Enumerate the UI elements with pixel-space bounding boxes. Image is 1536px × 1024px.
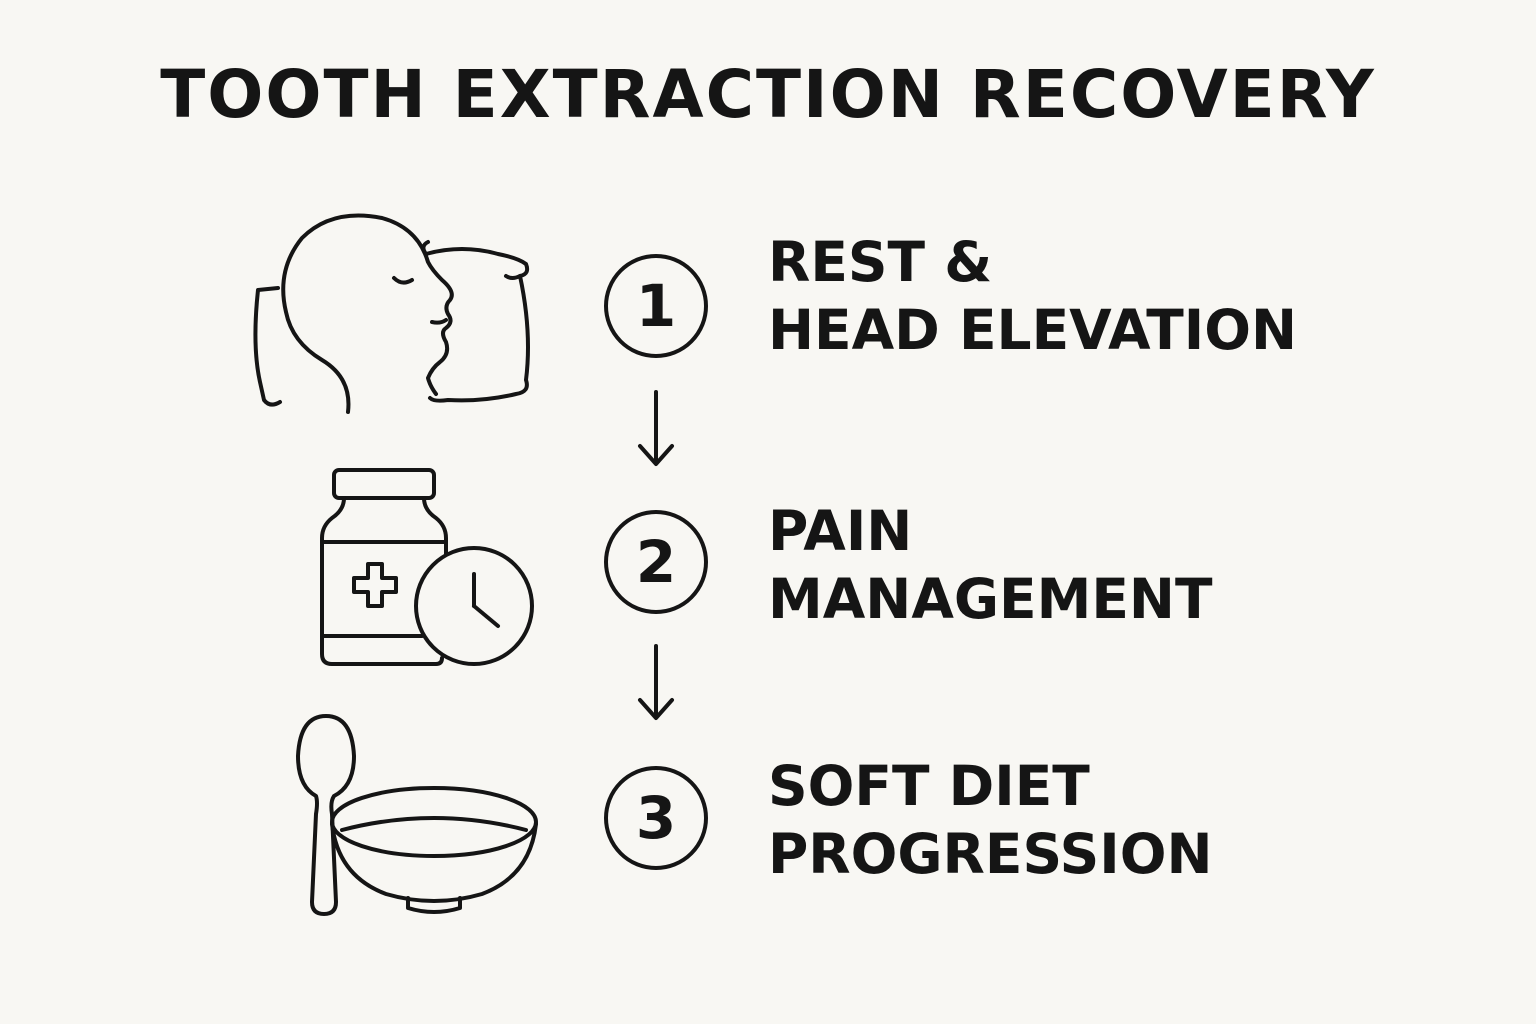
step-label-line1: REST &	[768, 230, 993, 294]
down-arrow-icon	[636, 390, 676, 474]
step-label-line1: SOFT DIET	[768, 754, 1090, 818]
step-label-line1: PAIN	[768, 499, 913, 563]
sleeping-head-pillow-icon	[250, 213, 540, 416]
down-arrow-icon	[636, 644, 676, 728]
step-label-line2: PROGRESSION	[768, 822, 1213, 886]
step-label: SOFT DIET PROGRESSION	[768, 752, 1213, 888]
step-label: PAIN MANAGEMENT	[768, 497, 1212, 633]
step-number-badge: 2	[604, 510, 708, 614]
step-label-line2: HEAD ELEVATION	[768, 298, 1298, 362]
step-number-badge: 3	[604, 766, 708, 870]
page-title: TOOTH EXTRACTION RECOVERY	[160, 56, 1376, 133]
step-number-badge: 1	[604, 254, 708, 358]
spoon-bowl-icon	[294, 714, 540, 918]
medicine-bottle-clock-icon	[318, 466, 538, 668]
step-label-line2: MANAGEMENT	[768, 567, 1213, 631]
step-label: REST & HEAD ELEVATION	[768, 228, 1297, 364]
